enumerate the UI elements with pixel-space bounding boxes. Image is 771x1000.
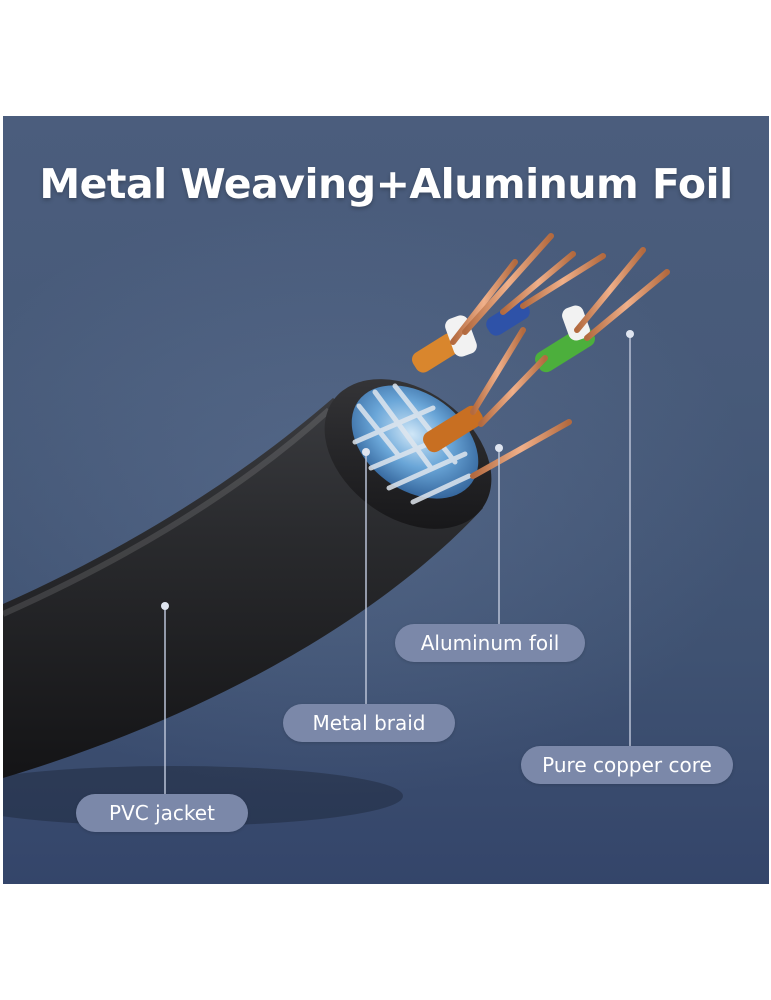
label-aluminum-foil: Aluminum foil bbox=[395, 624, 585, 662]
callout-leader-lines bbox=[164, 334, 631, 794]
twisted-pair-insulation bbox=[411, 300, 595, 453]
metal-braid-strands bbox=[352, 383, 472, 505]
label-metal-braid: Metal braid bbox=[283, 704, 455, 742]
pvc-jacket-highlight bbox=[3, 407, 332, 617]
product-image-panel: Metal Weaving+Aluminum Foil bbox=[3, 116, 769, 884]
cable-cross-section-illustration bbox=[3, 233, 670, 826]
aluminum-foil-core bbox=[351, 385, 479, 499]
label-pure-copper-core: Pure copper core bbox=[521, 746, 733, 784]
headline: Metal Weaving+Aluminum Foil bbox=[39, 160, 733, 208]
label-pvc-jacket: PVC jacket bbox=[76, 794, 248, 832]
pure-copper-wires bbox=[450, 233, 670, 479]
callout-dots bbox=[161, 330, 634, 610]
